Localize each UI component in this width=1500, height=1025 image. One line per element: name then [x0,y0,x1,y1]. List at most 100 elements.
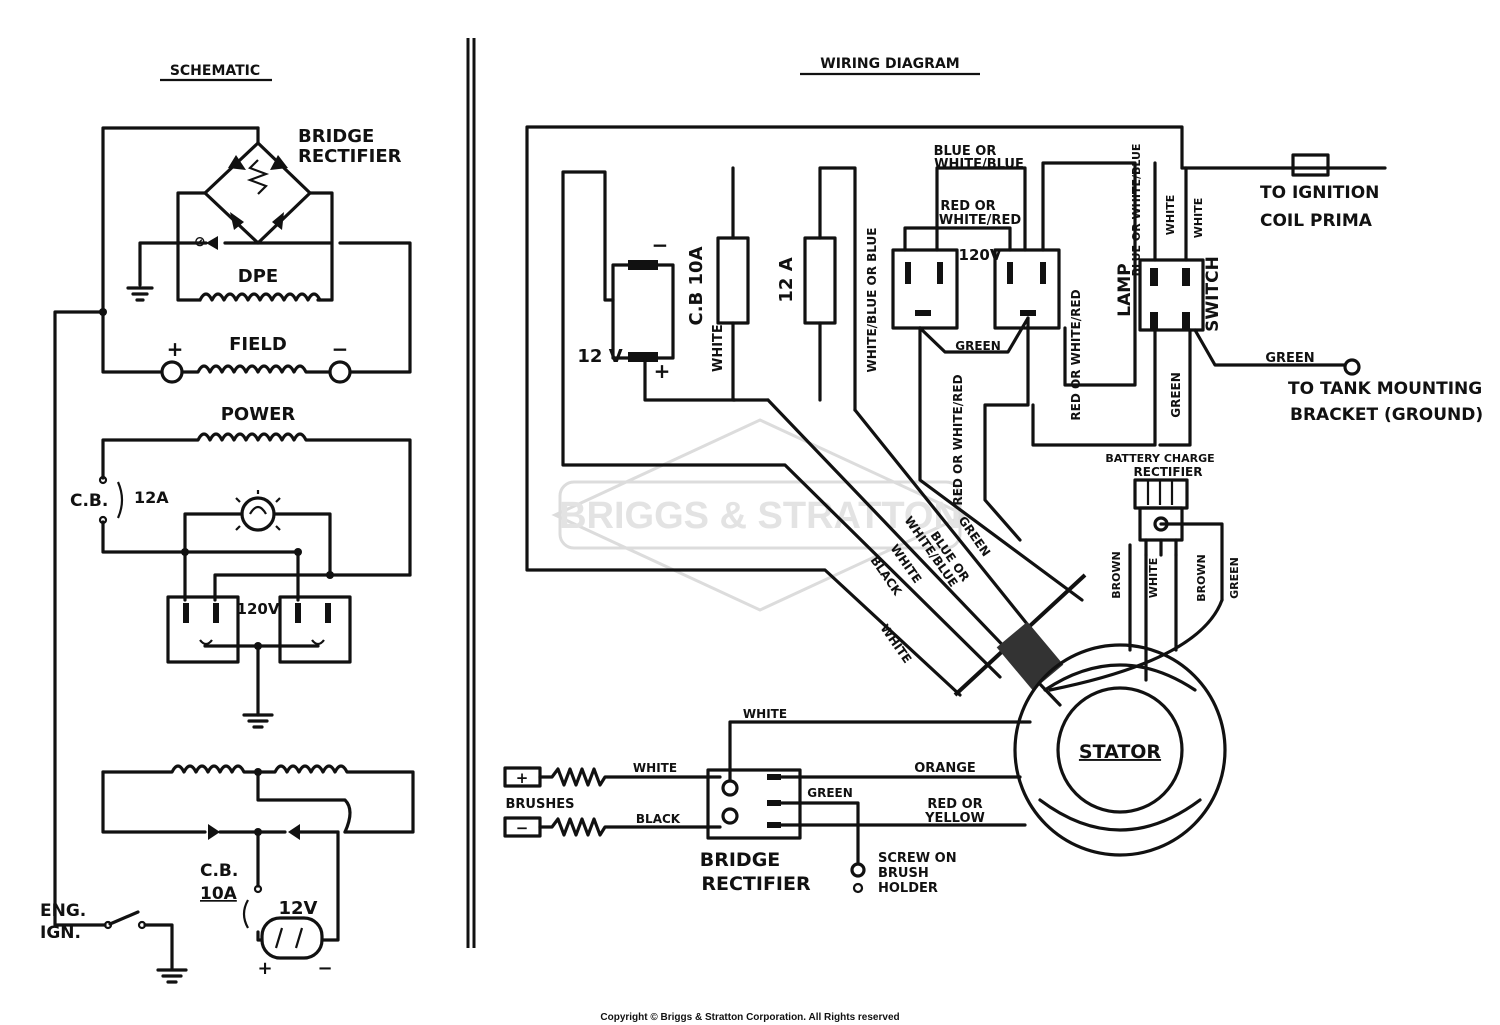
junction-dot-4 [326,571,334,579]
brush-minus-spring [538,817,722,837]
dpe-label: DPE [238,266,278,287]
black-wire [561,170,1002,679]
bridge-label: BRIDGE [700,849,781,871]
bridge-terminal-3 [767,822,781,828]
battery-icon [260,916,324,960]
cb-contact [98,475,108,485]
cb10a-breaker [716,236,750,325]
green-screw-wire [779,801,860,864]
cb10-contact [253,884,263,894]
eng-label: ENG. [40,901,86,921]
field-minus: − [332,337,349,361]
blue-or-label: BLUE OR [934,144,997,159]
bridge-terminal-plus [721,779,739,797]
white-v3-label: WHITE [1192,198,1205,238]
outlet-ground-pins [199,639,325,646]
cb10a-label: C.B 10A [686,246,707,325]
battery-wire [256,830,340,942]
copyright-text: Copyright © Briggs & Stratton Corporatio… [600,1012,899,1023]
battery-plus-label: + [654,359,671,383]
field-plus: + [167,337,184,361]
switch-terminal [1150,268,1158,286]
switch-top-wire [1153,161,1188,262]
power-coil [101,432,412,577]
outlet-voltage-label: 120V [237,600,280,618]
coil-primary-label: COIL PRIMA [1260,211,1373,231]
charge-diode-icon-2 [288,824,300,840]
battery-socket-terminal-2 [628,352,658,362]
white-stator-wire [728,720,1032,782]
green-stator-label: GREEN [1228,557,1241,599]
ground-wire [138,241,208,287]
stator-inner [1056,686,1184,814]
green-harness-wire [918,326,1084,602]
ground-green-wire [1193,328,1347,367]
power-label: POWER [221,404,296,425]
dpe-coil [198,292,322,302]
battery-plates [274,927,304,949]
lamp-switch-block [1138,258,1205,332]
battery-plus-wire [643,356,737,402]
cb12a-breaker [803,236,837,325]
green-v-label: GREEN [1169,372,1183,418]
charge-diode-icon [208,824,220,840]
junction-dot [99,308,107,316]
white-v2-label: WHITE [1164,195,1177,235]
harness-white2-label: WHITE [878,622,915,666]
black-brush-label: BLACK [636,812,681,826]
charge-rectifier-leads [1144,522,1224,602]
watermark-text: BRIGGS & STRATTON [559,495,961,537]
outlet-ground-pin-2 [1020,310,1036,316]
switch-terminal-4 [1182,312,1190,330]
battery-voltage-label: 12V [279,898,318,919]
stator-slots [1038,663,1202,832]
rectifier-out-wire [223,241,412,374]
bridge-terminal [767,774,781,780]
ground-icon-2 [242,713,274,729]
white-blue-label: WHITE/BLUE [934,157,1024,172]
battery-charge-rectifier-label: RECTIFIER [1134,465,1203,479]
cb12a-wire [818,166,857,412]
to-tank-label: TO TANK MOUNTING [1288,379,1482,399]
white-stator-label: WHITE [1147,558,1160,598]
cb-wire [101,520,187,602]
junction-dot-6 [254,768,262,776]
schematic-title: SCHEMATIC [170,63,260,79]
red-or-yellow-label: RED OR [927,797,982,812]
blue-jumper-wire [935,166,1027,252]
bridge-terminal-2 [767,800,781,806]
diode-mark: ⊘ [194,234,206,250]
cb10-label: C.B. [200,861,238,881]
battery-12v-label: 12 V [577,346,622,367]
brush-plus-icon [160,360,184,384]
charge-wire [101,770,340,834]
lamp-return-wire [1031,328,1157,447]
ignition-connector [1291,153,1330,177]
lamp-wire [183,512,332,577]
outlet-120v-left [891,248,959,330]
outlet-slot-7 [1007,262,1013,284]
junction-dot-2 [181,548,189,556]
brush-plus-sign: + [516,769,529,787]
outlet-slot-6 [937,262,943,284]
ignition-switch-icon [108,910,140,926]
green-top-label: GREEN [955,339,1001,353]
outlet-slot [183,603,189,623]
outlet-left [166,595,240,664]
cb10-rating: 10A [200,884,238,904]
cb-arc-icon [116,481,124,519]
green-ground-label: GREEN [1265,351,1314,366]
screw-on-label: SCREW ON [878,851,957,866]
brown2-label: BROWN [1195,554,1208,602]
outlet-120v-right [993,248,1061,330]
outer-harness-wire [525,125,1184,697]
ground-icon [126,286,154,302]
junction-dot-7 [254,828,262,836]
battery-plus: + [257,958,272,979]
lamp-rays [235,490,281,531]
wiring-120v-label: 120V [959,246,1002,264]
cb-label: C.B. [70,491,108,511]
ign-label: IGN. [40,923,81,943]
switch-terminal-2 [1182,268,1190,286]
